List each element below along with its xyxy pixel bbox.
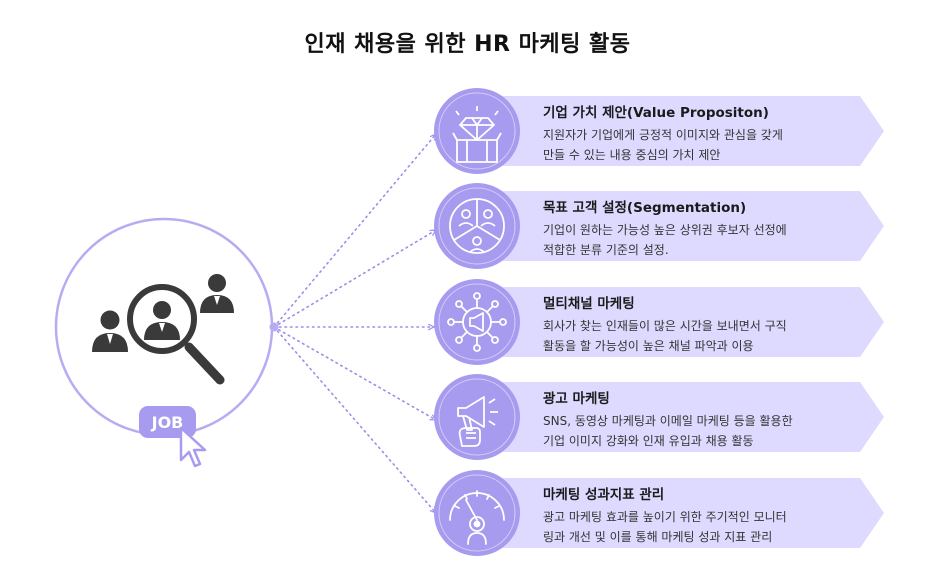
cursor-icon <box>179 426 207 468</box>
item-2: 목표 고객 설정(Segmentation) 기업이 원하는 가능성 높은 상위… <box>543 199 843 260</box>
icon-circle-5 <box>434 470 520 556</box>
item-desc: SNS, 동영상 마케팅과 이메일 마케팅 등을 활용한 기업 이미지 강화와 … <box>543 411 843 451</box>
icon-circle-3 <box>434 279 520 365</box>
banner-3 <box>475 287 884 357</box>
megaphone-network-icon <box>447 292 507 352</box>
item-desc-line: 기업이 원하는 가능성 높은 상위권 후보자 선정에 <box>543 223 787 237</box>
banner-4 <box>475 382 884 452</box>
person-icon-left <box>92 310 128 352</box>
item-desc-line: 적합한 분류 기준의 설정. <box>543 243 669 257</box>
person-icon-right <box>200 274 234 313</box>
item-1: 기업 가치 제안(Value Propositon) 지원자가 기업에게 긍정적… <box>543 104 843 165</box>
connector-1 <box>273 134 436 328</box>
page-title: 인재 채용을 위한 HR 마케팅 활동 <box>304 32 631 57</box>
segmented-people-icon <box>449 198 505 254</box>
item-desc-line: SNS, 동영상 마케팅과 이메일 마케팅 등을 활용한 <box>543 414 793 428</box>
item-desc-line: 만들 수 있는 내용 중심의 가치 제안 <box>543 148 721 162</box>
item-title: 목표 고객 설정(Segmentation) <box>543 200 747 216</box>
item-desc: 광고 마케팅 효과를 높이기 위한 주기적인 모니터 링과 개선 및 이를 통해… <box>543 507 843 547</box>
item-title: 광고 마케팅 <box>543 391 610 407</box>
item-desc: 기업이 원하는 가능성 높은 상위권 후보자 선정에 적합한 분류 기준의 설정… <box>543 220 843 260</box>
item-desc-line: 광고 마케팅 효과를 높이기 위한 주기적인 모니터 <box>543 510 787 524</box>
banner-2 <box>475 191 884 261</box>
item-desc: 회사가 찾는 인재들이 많은 시간을 보내면서 구직 활동을 할 가능성이 높은… <box>543 316 843 356</box>
item-desc-line: 회사가 찾는 인재들이 많은 시간을 보내면서 구직 <box>543 319 787 333</box>
banner-1 <box>475 96 884 166</box>
magnifier-icon <box>127 284 225 385</box>
job-badge-label: JOB <box>151 413 184 432</box>
item-4: 광고 마케팅 SNS, 동영상 마케팅과 이메일 마케팅 등을 활용한 기업 이… <box>543 390 843 451</box>
connector-5 <box>273 326 436 513</box>
item-desc-line: 활동을 할 가능성이 높은 채널 파악과 이용 <box>543 339 754 353</box>
connector-2 <box>273 229 436 328</box>
icon-circle-4 <box>434 374 520 460</box>
item-desc-line: 링과 개선 및 이를 통해 마케팅 성과 지표 관리 <box>543 530 773 544</box>
gift-box-diamond-icon <box>452 106 502 163</box>
connector-group <box>273 134 436 513</box>
banner-group <box>475 96 884 548</box>
item-title: 멀티채널 마케팅 <box>543 296 635 312</box>
item-3: 멀티채널 마케팅 회사가 찾는 인재들이 많은 시간을 보내면서 구직 활동을 … <box>543 295 843 356</box>
connector-4 <box>273 326 436 421</box>
item-title: 기업 가치 제안(Value Propositon) <box>543 105 769 121</box>
hand-megaphone-icon <box>457 396 498 447</box>
gauge-icon <box>449 490 505 545</box>
item-title: 마케팅 성과지표 관리 <box>543 487 665 503</box>
item-desc-line: 기업 이미지 강화와 인재 유입과 채용 활동 <box>543 434 754 448</box>
item-desc: 지원자가 기업에게 긍정적 이미지와 관심을 갖게 만들 수 있는 내용 중심의… <box>543 125 843 165</box>
hub-dot <box>269 322 279 332</box>
item-5: 마케팅 성과지표 관리 광고 마케팅 효과를 높이기 위한 주기적인 모니터 링… <box>543 486 843 547</box>
item-desc-line: 지원자가 기업에게 긍정적 이미지와 관심을 갖게 <box>543 128 783 142</box>
banner-5 <box>475 478 884 548</box>
